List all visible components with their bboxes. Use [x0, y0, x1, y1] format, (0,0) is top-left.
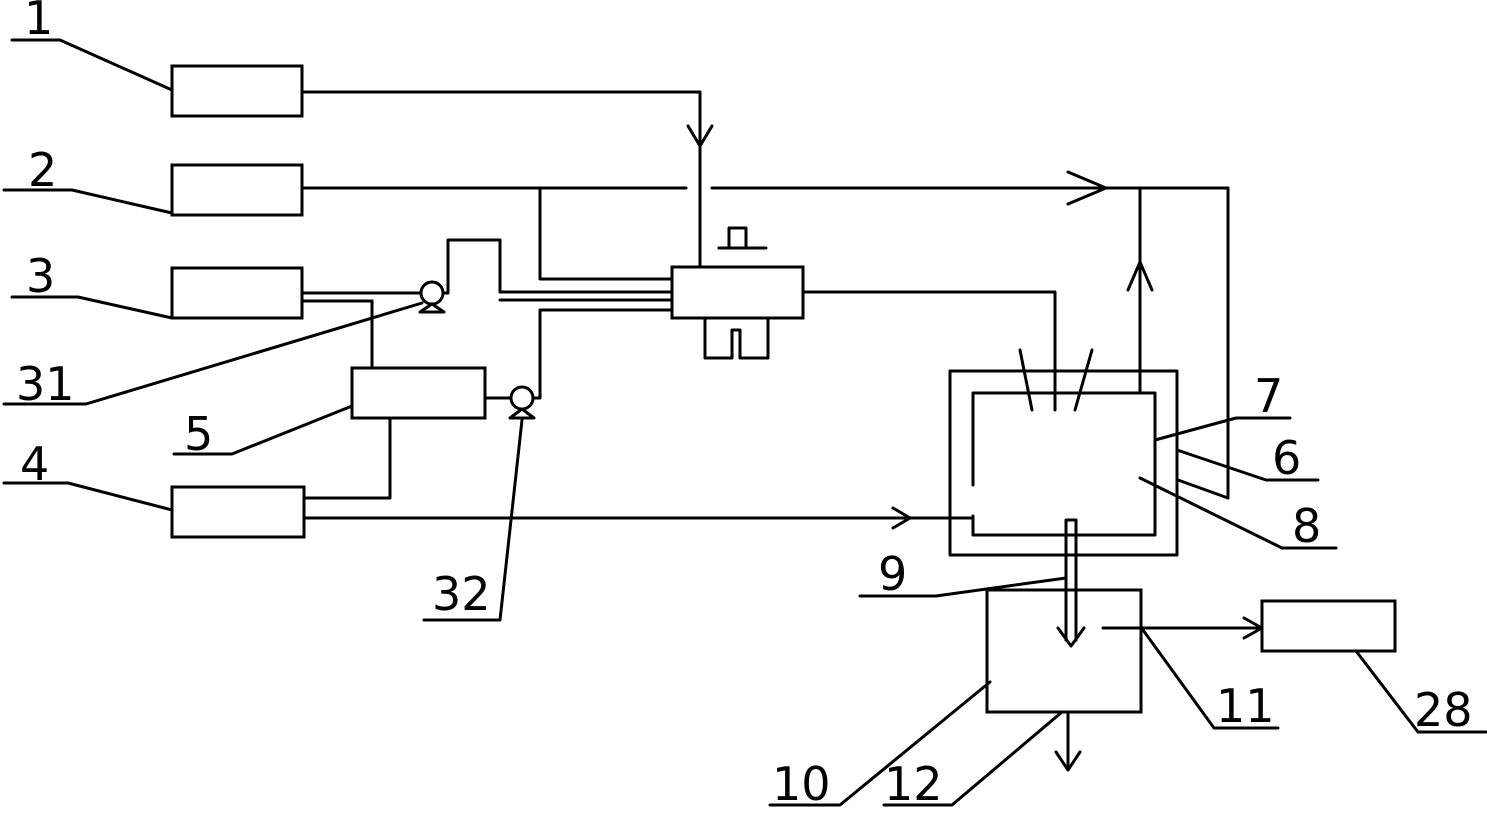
outlet-tube-arrow [1056, 626, 1086, 648]
label-9: 9 [878, 547, 907, 601]
leader-32 [422, 418, 524, 622]
box-2 [170, 163, 304, 217]
label-5: 5 [184, 407, 213, 461]
line-6-dashed [1176, 478, 1230, 500]
label-10: 10 [772, 757, 831, 811]
mixer-block [670, 265, 805, 320]
outlet-12-line [1054, 710, 1082, 772]
label-6: 6 [1272, 431, 1301, 485]
leader-12 [882, 710, 1064, 807]
line-4-to-5 [302, 416, 392, 500]
label-3: 3 [26, 249, 55, 303]
leader-2 [2, 188, 174, 215]
leader-1 [10, 38, 174, 92]
outlet-11-line [1101, 616, 1264, 640]
leader-5 [172, 404, 354, 456]
leader-11 [1141, 628, 1280, 730]
separator-box-10 [985, 588, 1143, 714]
box-28 [1260, 599, 1397, 653]
reactor-inner-wall [971, 391, 1157, 537]
pump-31-base [418, 302, 446, 314]
line-pump31-to-mixer [441, 238, 674, 302]
arrow-reactor-up [1126, 260, 1154, 292]
pump-31 [419, 280, 445, 306]
leader-4 [2, 481, 174, 512]
label-12: 12 [884, 757, 943, 811]
box-1 [170, 64, 304, 118]
arrow-1-down [686, 124, 714, 148]
leader-31 [2, 301, 424, 406]
line-3-to-pump31 [300, 291, 422, 303]
mixer-top-fitting [717, 226, 768, 250]
label-32: 32 [432, 567, 491, 621]
leader-8 [1138, 476, 1338, 550]
reactor-electrode-right [1073, 348, 1094, 412]
leader-9 [858, 576, 1068, 598]
arrow-4-right [891, 506, 912, 530]
pump-32 [509, 385, 535, 411]
separator-redraw-tube [1064, 588, 1078, 642]
line-2-branch-to-mixer [538, 186, 674, 281]
leader-3 [10, 295, 174, 320]
pump-32-base [508, 407, 536, 420]
leader-6 [1175, 448, 1320, 482]
label-28: 28 [1414, 683, 1473, 737]
leader-10 [768, 680, 992, 807]
box-3 [170, 266, 304, 320]
line-1-to-mixer [300, 90, 702, 269]
label-2: 2 [28, 143, 57, 197]
mixer-bottom-fitting [703, 316, 770, 360]
label-11: 11 [1216, 679, 1275, 733]
box-5 [350, 366, 487, 420]
line-pump32-to-mixer [531, 308, 674, 400]
arrow-2-right [1066, 170, 1108, 206]
label-8: 8 [1292, 499, 1321, 553]
label-1: 1 [24, 0, 53, 45]
box-4 [170, 485, 306, 539]
label-4: 4 [20, 437, 49, 491]
label-7: 7 [1254, 369, 1283, 423]
line-mixer-to-reactor [801, 290, 1057, 395]
leader-7 [1153, 416, 1292, 442]
leader-28 [1354, 649, 1487, 734]
reactor-outer-wall [948, 369, 1179, 557]
label-31: 31 [16, 357, 75, 411]
reactor-electrode-left [1018, 348, 1034, 412]
line-2-main [300, 186, 1230, 500]
